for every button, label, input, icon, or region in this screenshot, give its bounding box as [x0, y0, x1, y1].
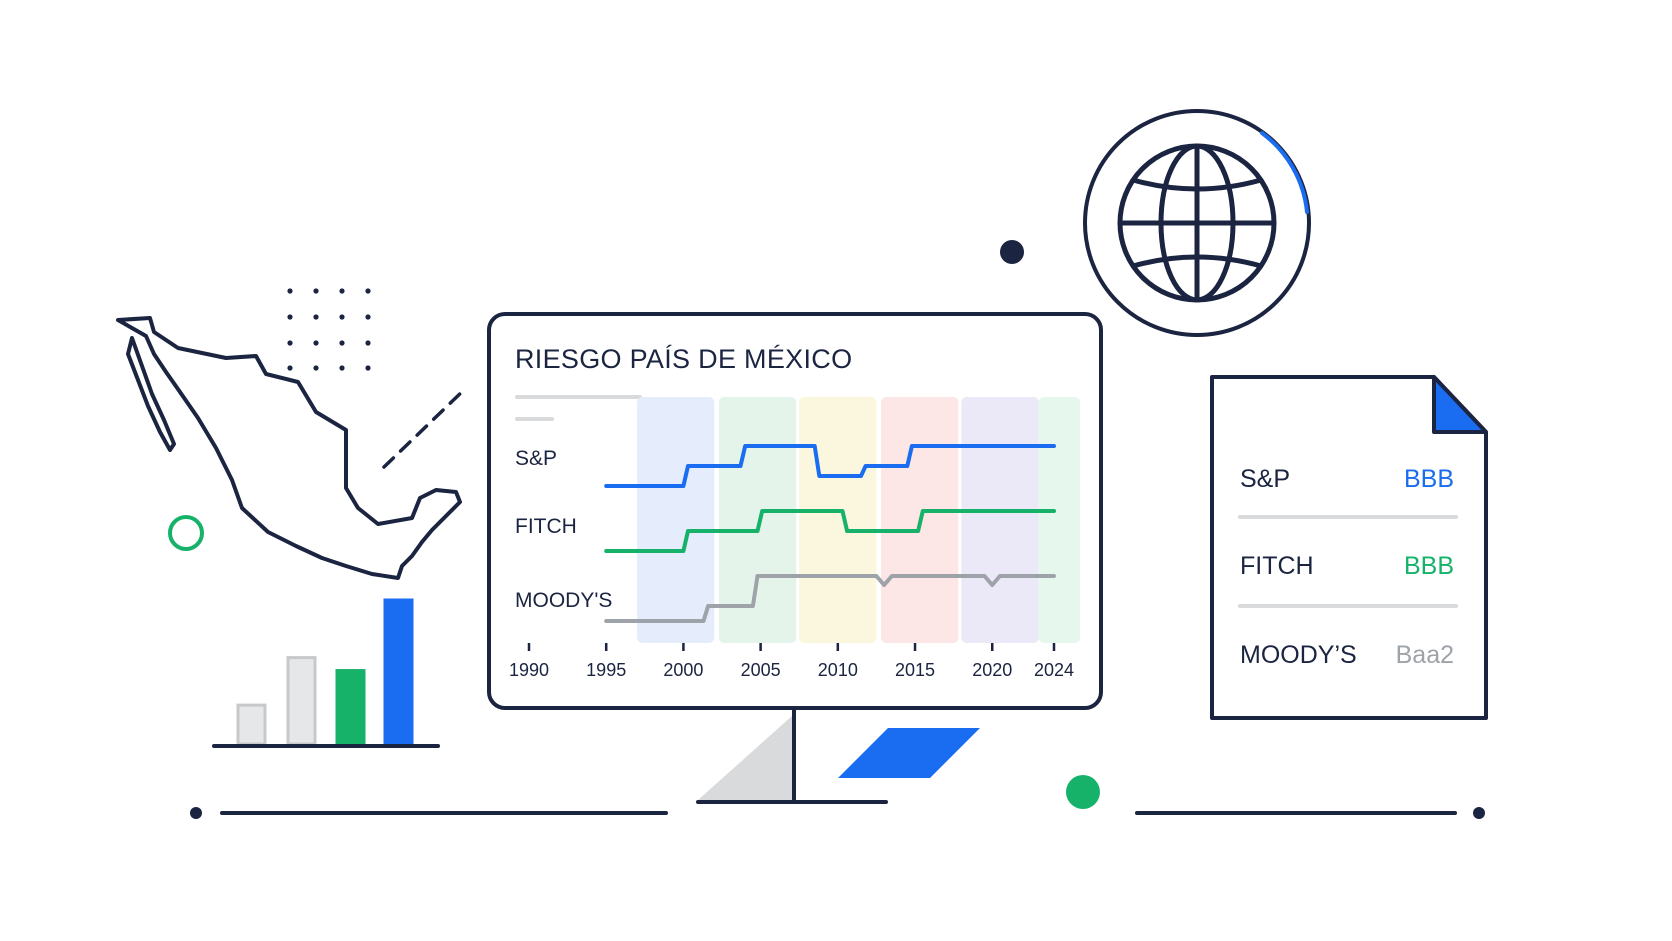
series-label-1: FITCH	[515, 515, 577, 538]
bar-1	[286, 656, 317, 746]
x-tick-label-1: 1995	[586, 660, 626, 680]
ratings-agency-sp: S&P	[1240, 465, 1290, 493]
x-tick-label-0: 1990	[509, 660, 549, 680]
x-tick-label-5: 2015	[895, 660, 935, 680]
x-tick-label-4: 2010	[818, 660, 858, 680]
chart-series-labels: S&P FITCH MOODY'S	[515, 447, 612, 612]
x-tick-label-7: 2024	[1034, 660, 1074, 680]
series-line-1	[604, 509, 1056, 553]
ratings-value-moodys: Baa2	[1396, 641, 1454, 669]
chart-series	[604, 444, 1056, 623]
baseline-right	[1135, 807, 1485, 819]
chart-band-2	[799, 397, 877, 643]
x-tick-label-2: 2000	[663, 660, 703, 680]
mexico-map-icon	[116, 316, 462, 580]
chart-band-0	[637, 397, 715, 643]
baseline-left	[190, 807, 668, 819]
dashed-connector	[382, 386, 468, 469]
bar-chart-icon	[212, 598, 440, 748]
ratings-card: S&P BBB FITCH BBB MOODY’S Baa2	[1238, 465, 1458, 669]
line-chart: RIESGO PAÍS DE MÉXICO S&P FITCH MOODY'S 19…	[509, 344, 1080, 680]
globe-icon	[1083, 109, 1311, 337]
decorative-dot-grid	[287, 288, 371, 371]
chart-band-5	[1038, 397, 1080, 643]
green-dot-decoration	[1066, 775, 1100, 809]
ratings-agency-fitch: FITCH	[1240, 552, 1314, 580]
bar-0	[236, 703, 267, 746]
x-tick-label-6: 2020	[972, 660, 1012, 680]
chart-title: RIESGO PAÍS DE MÉXICO	[515, 344, 852, 374]
green-ring-decoration	[168, 515, 204, 551]
x-tick-label-3: 2005	[741, 660, 781, 680]
series-line-2	[604, 574, 1056, 623]
ratings-agency-moodys: MOODY’S	[1240, 641, 1357, 669]
navy-dot-decoration	[1000, 240, 1024, 264]
series-label-0: S&P	[515, 447, 557, 470]
ratings-value-sp: BBB	[1404, 465, 1454, 493]
bar-2	[335, 669, 366, 746]
series-line-0	[604, 444, 1056, 488]
ratings-value-fitch: BBB	[1404, 552, 1454, 580]
chart-band-1	[718, 397, 797, 643]
series-label-2: MOODY'S	[515, 589, 612, 612]
chart-x-axis: 1990 1995 2000 2005 2010 2015 2020 2024	[509, 643, 1074, 680]
chart-bands	[637, 397, 1080, 643]
document-icon	[1210, 375, 1488, 720]
bar-3	[383, 598, 414, 746]
chart-band-4	[961, 397, 1039, 643]
